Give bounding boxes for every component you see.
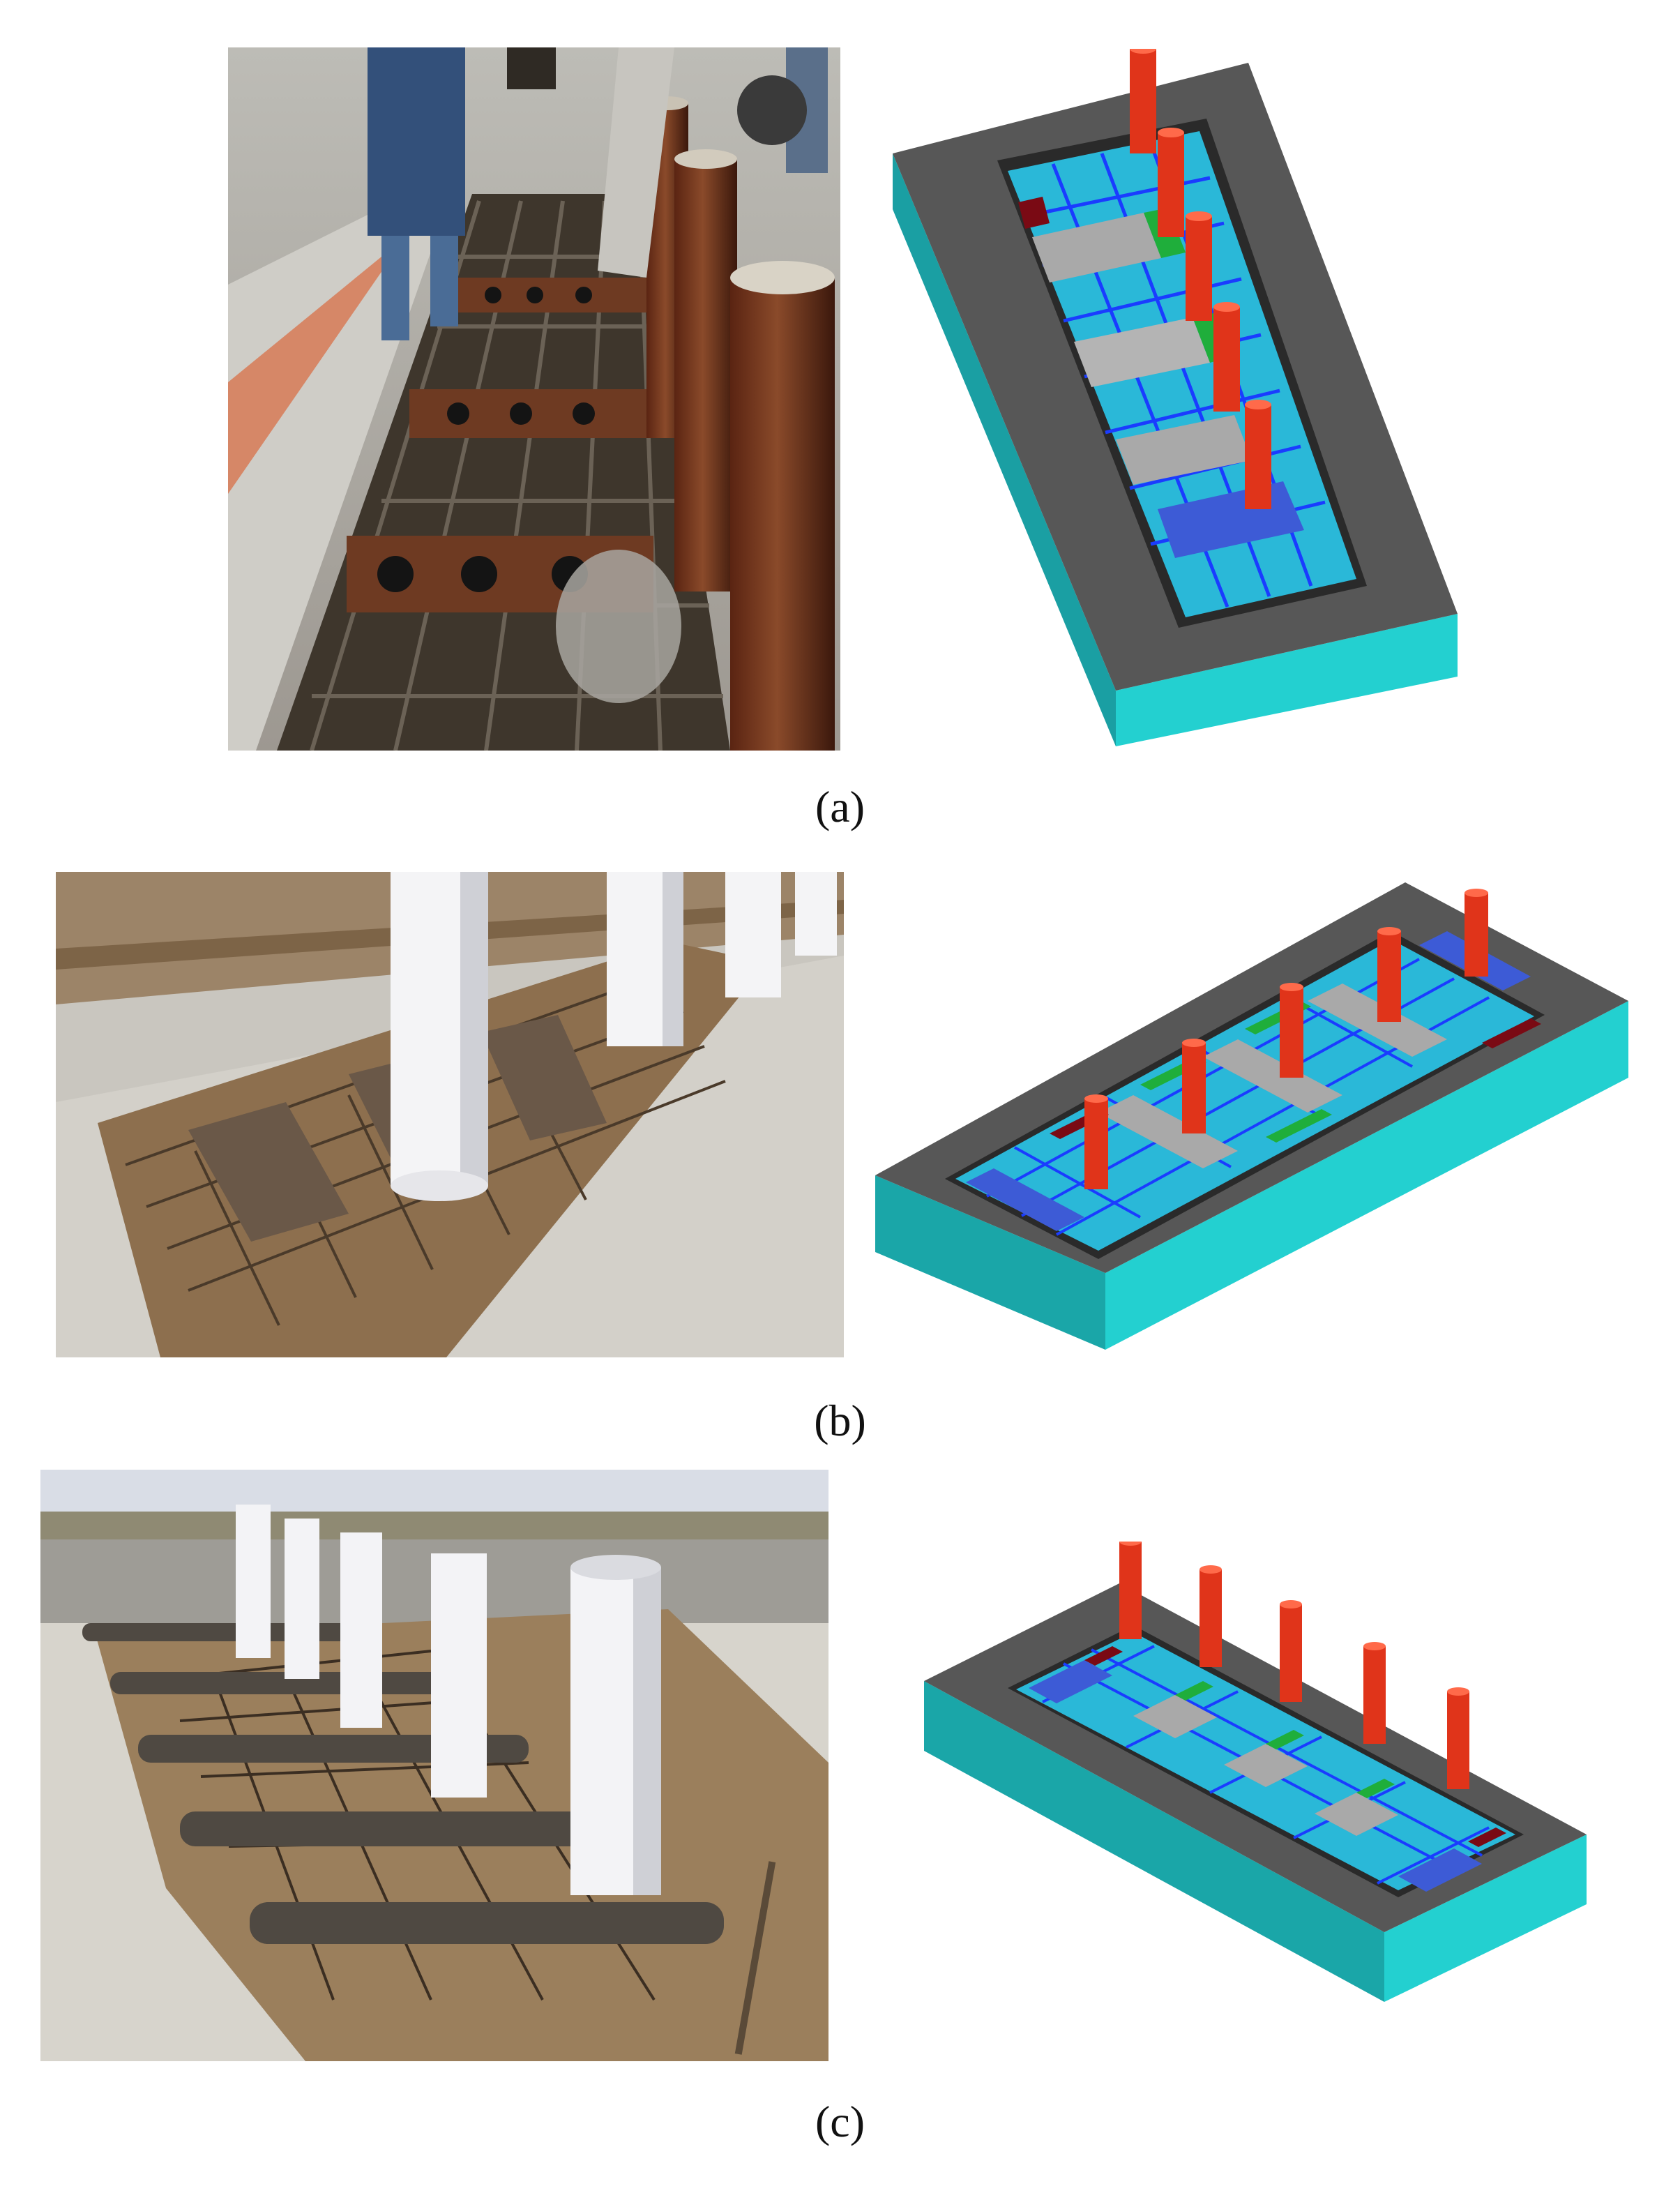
photo-c: [40, 1470, 828, 2061]
model-a: [893, 49, 1471, 746]
caption-b: (b): [814, 1396, 866, 1445]
photo-a: [228, 47, 840, 751]
photo-b: [56, 872, 844, 1357]
caption-c: (c): [815, 2097, 865, 2146]
caption-a: (a): [815, 782, 865, 831]
model-c: [924, 1542, 1594, 2002]
model-b: [875, 882, 1642, 1357]
